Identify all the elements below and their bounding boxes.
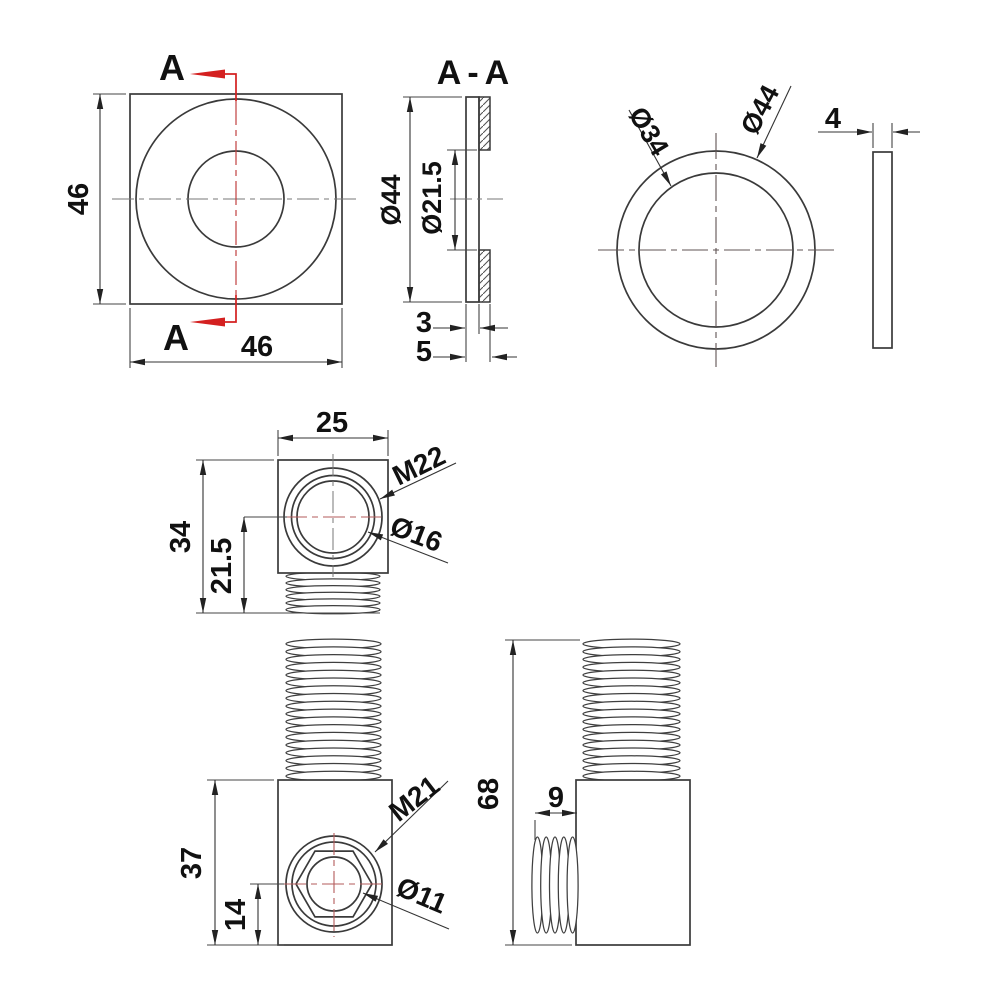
- dim-section-bore-label: Ø21.5: [417, 161, 447, 235]
- ring-side-rect: [872, 151, 893, 349]
- dim-plate-thickness-label: 3: [416, 307, 432, 339]
- dim-side-total-height: 68: [473, 639, 580, 946]
- section-label-top: A: [159, 47, 185, 88]
- section-label-bottom: A: [163, 317, 189, 358]
- dim-section-outer-label: Ø44: [376, 174, 406, 225]
- adapter-view: 25 34 21.5 M22 Ø16: [165, 407, 457, 615]
- dim-section-outer: Ø44: [376, 96, 462, 303]
- adapter-thread-label: M22: [388, 440, 451, 492]
- dim-plate-width: 46: [129, 308, 343, 368]
- fitting-front-view: 37 14 M21 Ø11: [176, 638, 451, 946]
- ring-view: Ø34 Ø44 4: [598, 80, 920, 367]
- section-hatch-bottom: [478, 249, 491, 303]
- fitting-stud-threads: [285, 638, 382, 782]
- dim-adapter-center: 21.5: [206, 516, 287, 613]
- section-arrow-top: [190, 69, 225, 79]
- section-cut-line: [190, 69, 237, 327]
- thread-ridge: [285, 604, 381, 615]
- section-hatch-top: [478, 96, 491, 151]
- side-stub-label: 9: [548, 782, 564, 814]
- leader-ring-outer: Ø44: [735, 80, 792, 159]
- leader-ring-inner: Ø34: [623, 102, 675, 187]
- adapter-width-label: 25: [316, 407, 348, 439]
- dim-adapter-width: 25: [277, 407, 389, 456]
- leader-adapter-thread: M22: [379, 440, 457, 500]
- section-view: A-A Ø44 Ø21.5 3 5: [376, 54, 517, 368]
- ring-outer-dia-label: Ø44: [735, 80, 785, 139]
- dim-plate-height: 46: [63, 93, 126, 305]
- ring-thickness-label: 4: [825, 103, 841, 135]
- fitting-center-label: 14: [220, 899, 252, 931]
- fitting-side-view: 68 9: [473, 638, 691, 946]
- side-stud-threads: [582, 638, 681, 782]
- dim-plate-width-label: 46: [241, 331, 273, 363]
- dim-fitting-center: 14: [220, 883, 284, 945]
- adapter-height-label: 34: [165, 521, 197, 553]
- fitting-height-label: 37: [176, 847, 208, 879]
- fitting-bore-label: Ø11: [392, 871, 451, 920]
- side-body-outline: [575, 779, 691, 946]
- adapter-center-label: 21.5: [206, 538, 238, 594]
- thread-ridge: [566, 836, 579, 934]
- section-title: A-A: [437, 54, 515, 92]
- dim-plate-height-label: 46: [63, 183, 95, 215]
- dim-ring-thickness: 4: [818, 103, 920, 148]
- dim-fitting-height: 37: [176, 779, 284, 946]
- fitting-square-outline: [277, 779, 393, 946]
- dim-section-thickness: 3 5: [416, 304, 517, 368]
- front-view: A A 46 46: [63, 47, 360, 368]
- adapter-stub-threads: [285, 571, 381, 615]
- ring-inner-dia-label: Ø34: [623, 102, 675, 161]
- dim-total-thickness-label: 5: [416, 336, 432, 368]
- side-total-height-label: 68: [473, 778, 505, 810]
- section-arrow-bottom: [190, 317, 225, 327]
- side-stub-threads: [531, 836, 579, 934]
- dim-side-stub: 9: [534, 782, 577, 840]
- dim-section-bore: Ø21.5: [417, 149, 477, 251]
- dim-adapter-height: 34: [165, 459, 380, 614]
